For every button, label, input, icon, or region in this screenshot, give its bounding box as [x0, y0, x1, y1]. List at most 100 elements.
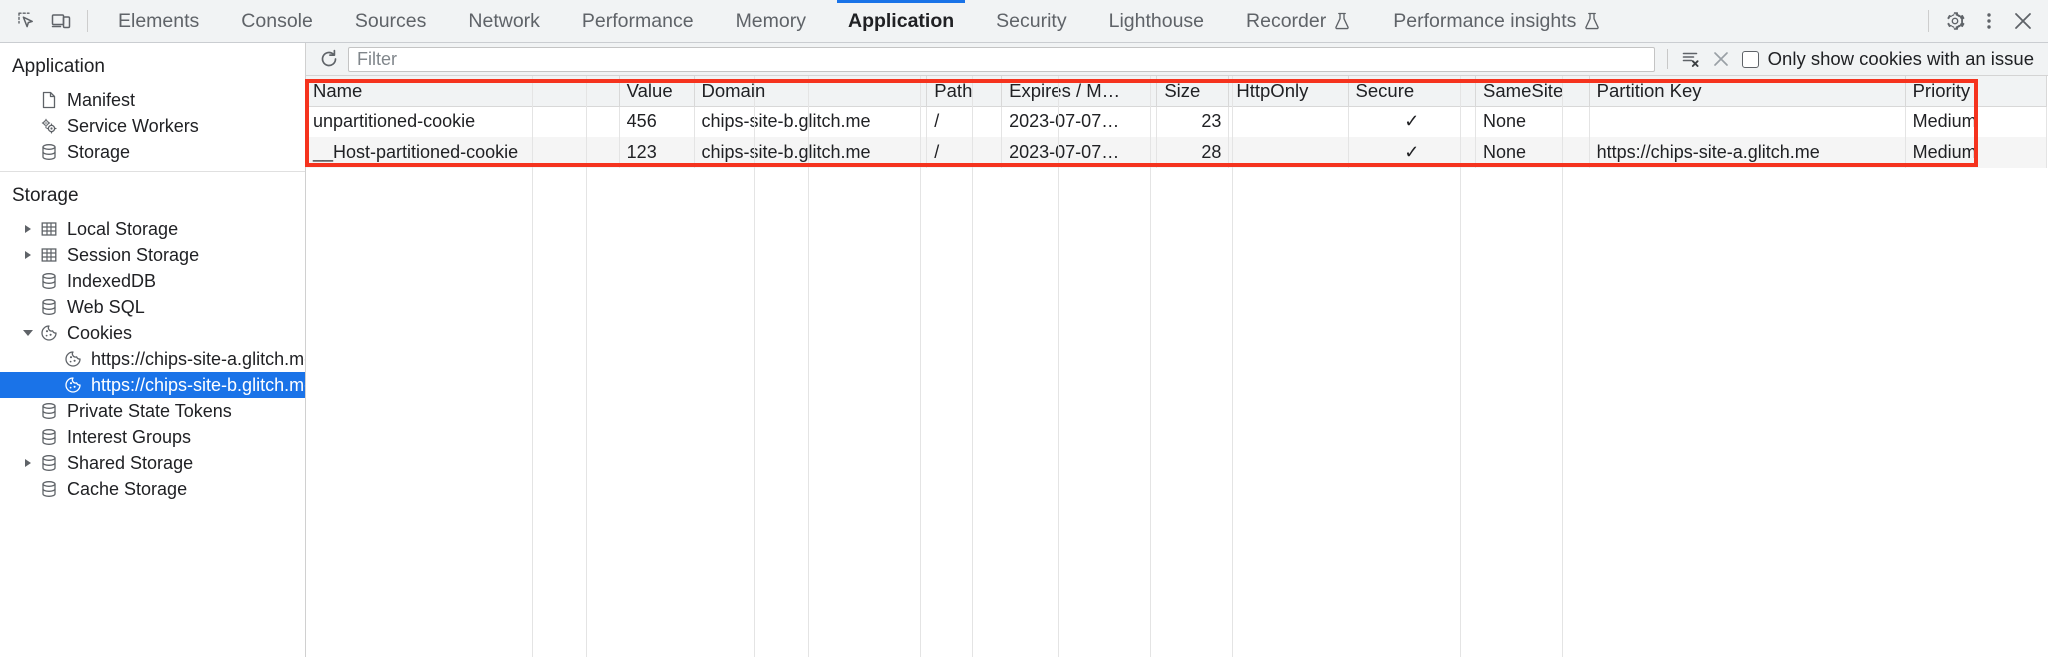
- tab-label: Lighthouse: [1108, 9, 1205, 32]
- sidebar-item-shared-storage[interactable]: Shared Storage: [0, 450, 305, 476]
- sidebar-item-label: Session Storage: [67, 245, 200, 265]
- tab-recorder[interactable]: Recorder: [1225, 0, 1372, 43]
- sidebar-item-label: https://chips-site-a.glitch.me: [91, 349, 306, 369]
- sidebar-item-label: Service Workers: [67, 116, 199, 136]
- sidebar-item-https-chips-site-b-glitch-me[interactable]: https://chips-site-b.glitch.me: [0, 372, 305, 398]
- column-header-partition-key[interactable]: Partition Key: [1589, 76, 1906, 107]
- gear-icon[interactable]: [1938, 5, 1972, 37]
- sidebar-item-cache-storage[interactable]: Cache Storage: [0, 476, 305, 502]
- cell-domain: chips-site-b.glitch.me: [694, 137, 928, 168]
- tab-lighthouse[interactable]: Lighthouse: [1088, 0, 1225, 43]
- cell-expires: 2023-07-07…: [1001, 137, 1158, 168]
- database-icon: [38, 479, 60, 499]
- toolbar-divider: [87, 10, 88, 32]
- sidebar-item-label: Shared Storage: [67, 453, 194, 473]
- only-show-issues-checkbox[interactable]: Only show cookies with an issue: [1741, 48, 2042, 70]
- cell-httponly: [1228, 106, 1349, 137]
- column-header-value[interactable]: Value: [619, 76, 695, 107]
- toolbar-divider-right: [1928, 10, 1929, 32]
- chevron-right-icon[interactable]: [20, 225, 36, 233]
- storage-section: Storage Local Storage Session Storage In…: [0, 172, 305, 502]
- column-header-size[interactable]: Size: [1156, 76, 1230, 107]
- tab-elements[interactable]: Elements: [97, 0, 220, 43]
- sidebar-item-cookies[interactable]: Cookies: [0, 320, 305, 346]
- tab-performance-insights[interactable]: Performance insights: [1372, 0, 1622, 43]
- column-header-domain[interactable]: Domain: [694, 76, 928, 107]
- chevron-right-icon[interactable]: [20, 251, 36, 259]
- sidebar-item-https-chips-site-a-glitch-me[interactable]: https://chips-site-a.glitch.me: [0, 346, 305, 372]
- sidebar-divider: [0, 171, 305, 172]
- cookie-icon: [62, 375, 84, 395]
- tab-security[interactable]: Security: [975, 0, 1087, 43]
- sidebar-item-local-storage[interactable]: Local Storage: [0, 216, 305, 242]
- sidebar-item-label: https://chips-site-b.glitch.me: [91, 375, 306, 395]
- sidebar-item-label: IndexedDB: [67, 271, 157, 291]
- chevron-down-icon[interactable]: [20, 330, 36, 336]
- cell-priority: Medium: [1905, 137, 2048, 168]
- cell-samesite: None: [1475, 106, 1590, 137]
- column-header-secure[interactable]: Secure: [1348, 76, 1477, 107]
- sidebar-item-manifest[interactable]: Manifest: [0, 87, 305, 113]
- tab-label: Recorder: [1246, 9, 1327, 32]
- panel-tabs: Elements Console Sources Network Performance…: [97, 0, 1913, 43]
- sidebar-item-storage[interactable]: Storage: [0, 139, 305, 165]
- checkbox-box[interactable]: [1741, 50, 1759, 68]
- tab-label: Network: [468, 9, 540, 32]
- close-icon[interactable]: [2006, 5, 2040, 37]
- cell-partition-key: [1589, 106, 1906, 137]
- tab-label: Performance insights: [1393, 9, 1577, 32]
- sidebar-item-label: Web SQL: [67, 297, 145, 317]
- storage-tree: Local Storage Session Storage IndexedDB …: [0, 216, 305, 502]
- tab-performance[interactable]: Performance: [561, 0, 715, 43]
- tab-label: Elements: [118, 9, 200, 32]
- tab-memory[interactable]: Memory: [715, 0, 827, 43]
- table-icon: [38, 245, 60, 265]
- tab-console[interactable]: Console: [220, 0, 334, 43]
- cookies-filter-bar: Only show cookies with an issue: [306, 43, 2048, 76]
- cell-priority: Medium: [1905, 106, 2048, 137]
- database-icon: [38, 401, 60, 421]
- more-vertical-icon[interactable]: [1972, 5, 2006, 37]
- device-toolbar-icon[interactable]: [44, 5, 78, 37]
- database-icon: [38, 427, 60, 447]
- cell-name: __Host-partitioned-cookie: [306, 137, 620, 168]
- cell-secure: ✓: [1348, 106, 1477, 137]
- filter-input[interactable]: [348, 46, 1655, 72]
- tab-network[interactable]: Network: [447, 0, 561, 43]
- tab-sources[interactable]: Sources: [334, 0, 448, 43]
- cell-samesite: None: [1475, 137, 1590, 168]
- clear-cookies-icon[interactable]: [1676, 46, 1706, 72]
- tab-application[interactable]: Application: [827, 0, 975, 43]
- sidebar-item-indexeddb[interactable]: IndexedDB: [0, 268, 305, 294]
- inspect-cursor-icon[interactable]: [10, 5, 44, 37]
- sidebar-item-private-state-tokens[interactable]: Private State Tokens: [0, 398, 305, 424]
- tab-label: Console: [241, 9, 313, 32]
- sidebar-item-web-sql[interactable]: Web SQL: [0, 294, 305, 320]
- delete-x-icon[interactable]: [1706, 46, 1736, 72]
- column-header-samesite[interactable]: SameSite: [1475, 76, 1590, 107]
- column-header-httponly[interactable]: HttpOnly: [1228, 76, 1349, 107]
- column-header-path[interactable]: Path: [926, 76, 1003, 107]
- column-header-priority[interactable]: Priority: [1905, 76, 2048, 107]
- sidebar-item-session-storage[interactable]: Session Storage: [0, 242, 305, 268]
- chevron-right-icon[interactable]: [20, 459, 36, 467]
- cell-expires: 2023-07-07…: [1001, 106, 1158, 137]
- application-section-title: Application: [12, 56, 105, 77]
- database-icon: [38, 271, 60, 291]
- sidebar-item-label: Manifest: [67, 90, 136, 110]
- column-header-name[interactable]: Name: [306, 76, 620, 107]
- sidebar-item-service-workers[interactable]: Service Workers: [0, 113, 305, 139]
- application-section: Application Manifest Service Workers Sto…: [0, 43, 305, 165]
- refresh-icon[interactable]: [314, 46, 344, 72]
- cookie-icon: [62, 349, 84, 369]
- column-header-expires-m[interactable]: Expires / M…: [1001, 76, 1158, 107]
- sidebar-item-interest-groups[interactable]: Interest Groups: [0, 424, 305, 450]
- cell-path: /: [926, 106, 1003, 137]
